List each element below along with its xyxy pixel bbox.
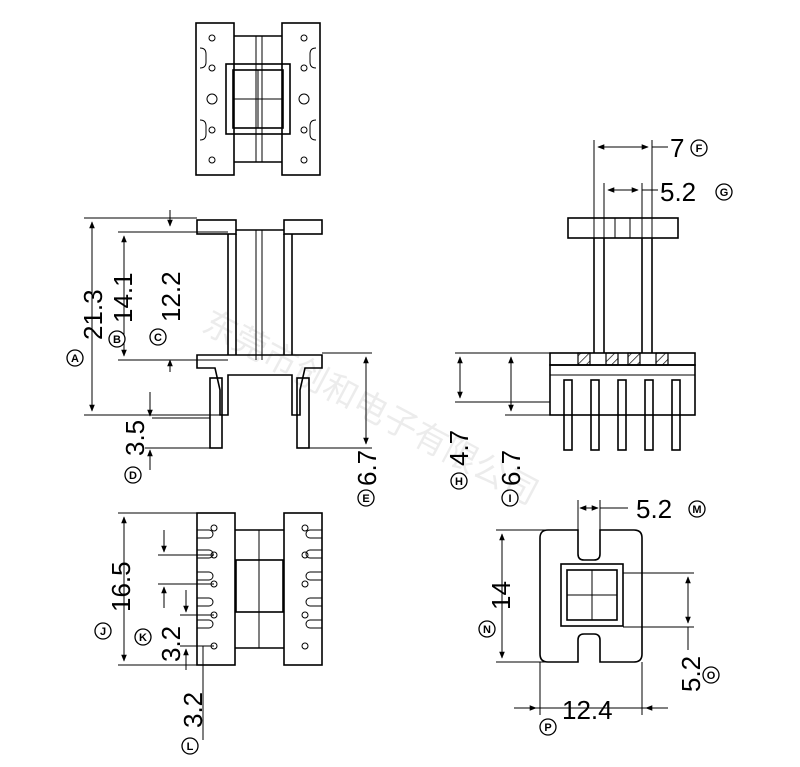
label-g: G xyxy=(715,183,733,201)
label-j: J xyxy=(94,622,112,640)
dim-value-b: 14.1 xyxy=(108,272,138,323)
svg-text:E: E xyxy=(362,493,369,505)
dim-value-h: 4.7 xyxy=(444,430,474,466)
dimension-lines-bottom xyxy=(118,512,214,740)
svg-text:K: K xyxy=(139,632,147,644)
dim-value-l: 3.2 xyxy=(178,692,208,728)
label-n: N xyxy=(478,620,496,638)
label-k: K xyxy=(134,628,152,646)
svg-text:M: M xyxy=(692,504,701,516)
svg-text:P: P xyxy=(544,722,551,734)
svg-text:A: A xyxy=(71,353,79,365)
dim-value-g: 5.2 xyxy=(660,177,696,207)
side-view xyxy=(549,217,696,451)
label-f: F xyxy=(690,139,708,157)
dim-value-e: 6.7 xyxy=(352,450,382,486)
dim-value-c: 12.2 xyxy=(156,271,186,322)
label-b: B xyxy=(108,330,126,348)
svg-text:G: G xyxy=(720,187,729,199)
dim-value-p: 12.4 xyxy=(562,695,613,725)
dimension-lines-front xyxy=(84,210,372,470)
label-p: P xyxy=(539,718,557,736)
label-e: E xyxy=(357,489,375,507)
svg-text:H: H xyxy=(455,476,463,488)
svg-text:C: C xyxy=(154,332,162,344)
svg-text:D: D xyxy=(129,470,137,482)
dim-value-m: 5.2 xyxy=(636,494,672,524)
label-i: I xyxy=(501,489,519,507)
dim-value-o: 5.2 xyxy=(676,656,706,692)
dim-value-n: 14 xyxy=(486,581,516,610)
dim-value-a: 21.3 xyxy=(78,289,108,340)
svg-text:F: F xyxy=(696,143,703,155)
dim-value-f: 7 xyxy=(670,133,684,163)
section-view xyxy=(539,529,643,663)
label-h: H xyxy=(450,472,468,490)
svg-text:B: B xyxy=(113,334,121,346)
label-o: O xyxy=(702,666,720,684)
label-a: A xyxy=(66,349,84,367)
front-view xyxy=(196,219,323,449)
svg-text:I: I xyxy=(508,493,511,505)
dim-value-j: 16.5 xyxy=(106,561,136,612)
label-c: C xyxy=(149,328,167,346)
dimension-lines-section xyxy=(496,500,694,715)
top-view xyxy=(195,22,321,176)
dimension-lines-side xyxy=(455,140,668,416)
svg-text:O: O xyxy=(707,670,716,682)
svg-text:L: L xyxy=(187,741,194,753)
dim-value-i: 6.7 xyxy=(496,450,526,486)
label-d: D xyxy=(124,466,142,484)
dim-value-d: 3.5 xyxy=(120,420,150,456)
label-m: M xyxy=(688,500,706,518)
bottom-view xyxy=(196,512,323,666)
dim-value-k: 3.2 xyxy=(156,626,186,662)
label-l: L xyxy=(181,737,199,755)
svg-text:J: J xyxy=(100,626,106,638)
svg-text:N: N xyxy=(483,624,491,636)
